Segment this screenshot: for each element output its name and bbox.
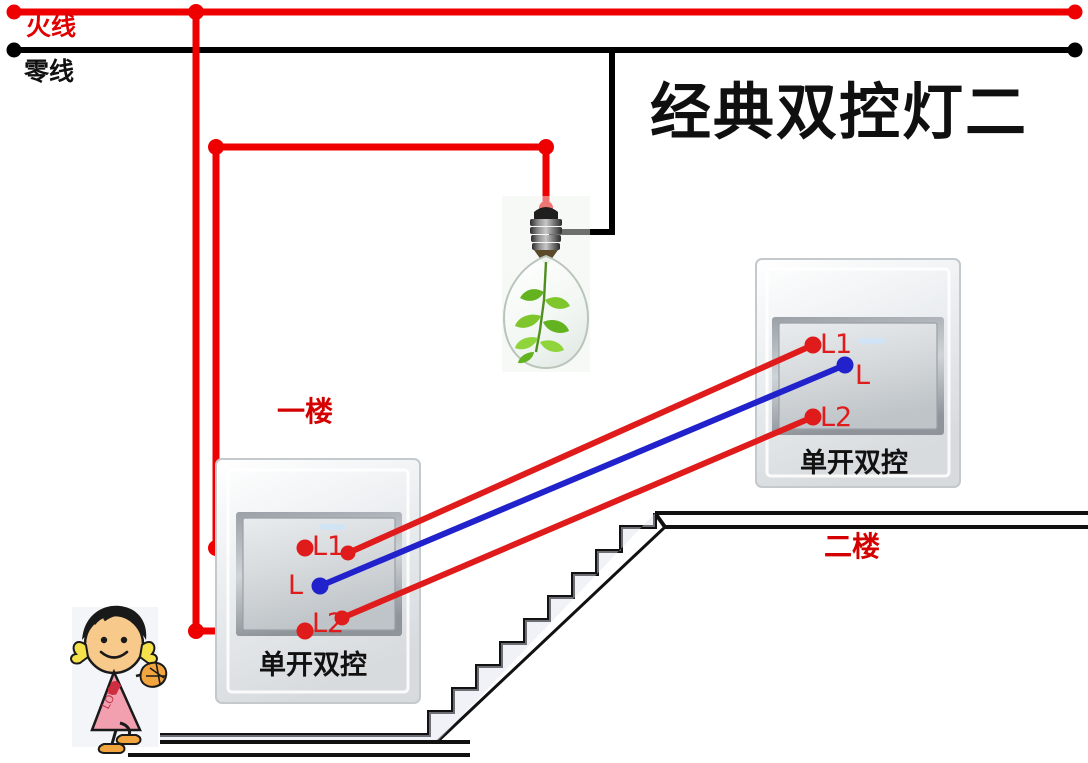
mains-neutral-wire	[6, 42, 1083, 58]
mains-live-wire	[6, 4, 1083, 20]
common-wire-L	[312, 357, 853, 594]
lamp-bulb	[502, 196, 590, 372]
rocker-indicator-icon-2	[858, 338, 886, 344]
girl-cartoon: LOVE	[70, 605, 168, 754]
bulb-socket-icon	[530, 207, 562, 264]
second-floor-slab	[653, 511, 1088, 529]
staircase	[160, 513, 667, 744]
switch1-terminal-L1-dot	[296, 539, 314, 557]
plant-inside-bulb-icon	[515, 261, 570, 364]
ground-floor-line	[128, 740, 470, 757]
switch1-terminal-L2-dot	[296, 622, 314, 640]
traveler-wire-L2	[334, 414, 815, 626]
rocker-indicator-icon	[320, 524, 346, 530]
switch-second-floor[interactable]	[755, 258, 961, 488]
traveler-wire-L1	[340, 342, 815, 561]
